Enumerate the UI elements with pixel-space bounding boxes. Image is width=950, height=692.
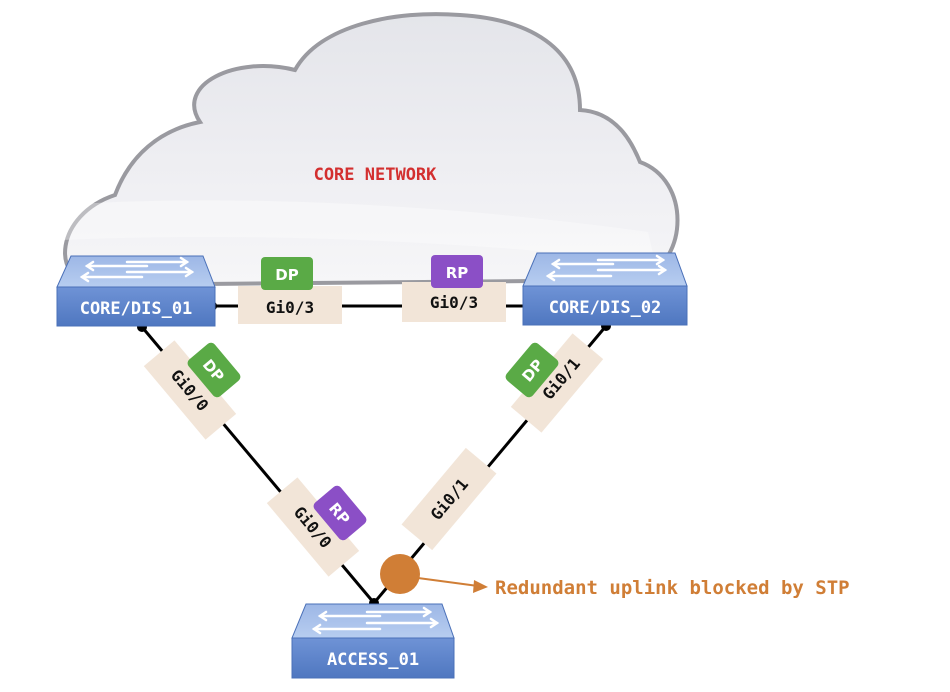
role-badge-dp (187, 342, 241, 398)
annotation-arrow-head-icon (473, 580, 488, 593)
switch-top (291, 603, 455, 639)
switch-arrows-icon (79, 256, 195, 283)
core-network-cloud: CORE NETWORK (62, 12, 680, 288)
switch-arrows-icon (311, 606, 440, 635)
port-label: Gi0/3 (430, 293, 478, 312)
role-badge-dp (261, 257, 313, 290)
port-core1-gi0-3: Gi0/3 DP (238, 257, 342, 324)
port-core2-gi0-3: Gi0/3 RP (402, 255, 506, 322)
port-tag (266, 477, 360, 577)
switch-front (522, 285, 688, 326)
port-label: Gi0/3 (266, 298, 314, 317)
cloud-shape (63, 12, 680, 288)
port-tag (402, 282, 506, 322)
annotation-text: Redundant uplink blocked by STP (495, 577, 850, 599)
switch-label: ACCESS_01 (327, 650, 419, 670)
switch-front (291, 637, 455, 679)
role-label: RP (446, 264, 469, 282)
cloud-label: CORE NETWORK (314, 165, 438, 185)
role-badge-dp (505, 342, 559, 398)
switch-front (56, 286, 216, 327)
role-badge-rp (431, 255, 483, 288)
switch-core-dis-01[interactable]: CORE/DIS_01 (56, 255, 216, 327)
role-badge-rp (313, 485, 367, 541)
switch-label: CORE/DIS_02 (549, 298, 662, 318)
cloud-highlight (62, 200, 655, 262)
switch-arrows-icon (545, 254, 668, 282)
switch-label: CORE/DIS_01 (80, 299, 193, 319)
port-tag (143, 340, 237, 440)
role-access1-gi0-0: RP (313, 485, 367, 541)
port-access1-gi0-1: Gi0/1 (401, 447, 497, 551)
role-label: DP (275, 266, 298, 284)
stp-blocked-annotation: Redundant uplink blocked by STP (380, 554, 850, 599)
role-core2-gi0-1: DP (505, 342, 559, 398)
role-core1-gi0-0: DP (187, 342, 241, 398)
blocked-port-marker (380, 554, 420, 594)
switch-core-dis-02[interactable]: CORE/DIS_02 (522, 252, 688, 326)
switch-access-01[interactable]: ACCESS_01 (291, 603, 455, 679)
port-tag (510, 333, 604, 433)
port-tag (238, 286, 342, 324)
annotation-arrow-line (417, 577, 479, 587)
port-tag (401, 447, 497, 551)
